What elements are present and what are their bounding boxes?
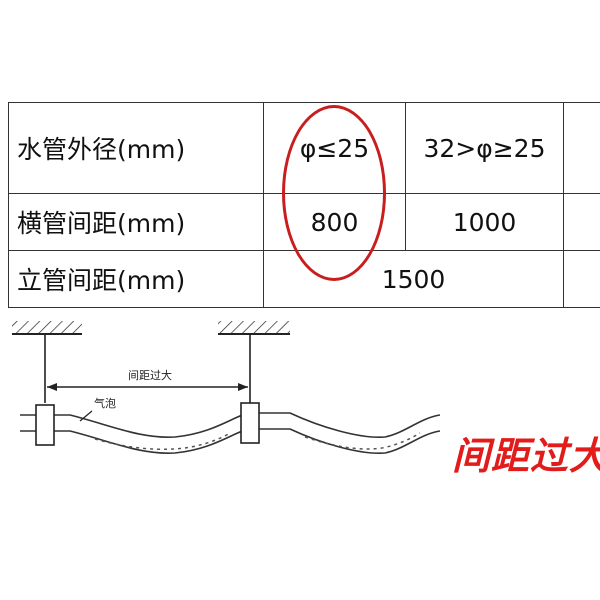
table-cell-cropped bbox=[563, 102, 600, 194]
table-cell-cropped bbox=[563, 193, 600, 251]
span-label: 间距过大 bbox=[128, 368, 172, 382]
cell-diameter-large: 32>φ≥25 bbox=[405, 102, 564, 194]
pipe-clamp-right bbox=[240, 402, 260, 444]
highlight-ellipse bbox=[282, 105, 386, 281]
cell-horizontal-large: 1000 bbox=[405, 193, 564, 251]
bubble-leader-line bbox=[79, 410, 93, 422]
row-label-vertical-spacing: 立管间距(mm) bbox=[8, 250, 264, 308]
pipe-clamp-left bbox=[35, 404, 55, 446]
table-cell-cropped bbox=[563, 250, 600, 308]
bubble-label: 气泡 bbox=[94, 396, 116, 410]
water-fill bbox=[94, 432, 421, 451]
pipe-sag-diagram: 间距过大 气泡 bbox=[12, 321, 441, 454]
spacing-too-large-warning: 间距过大 bbox=[452, 434, 600, 478]
row-label-outer-diameter: 水管外径(mm) bbox=[8, 102, 264, 194]
ceiling-left bbox=[12, 321, 82, 335]
ceiling-right bbox=[218, 321, 290, 335]
table-row-vertical-spacing: 立管间距(mm) 1500 bbox=[8, 250, 600, 308]
row-label-horizontal-spacing: 横管间距(mm) bbox=[8, 193, 264, 251]
span-dimension-arrow bbox=[47, 383, 248, 391]
